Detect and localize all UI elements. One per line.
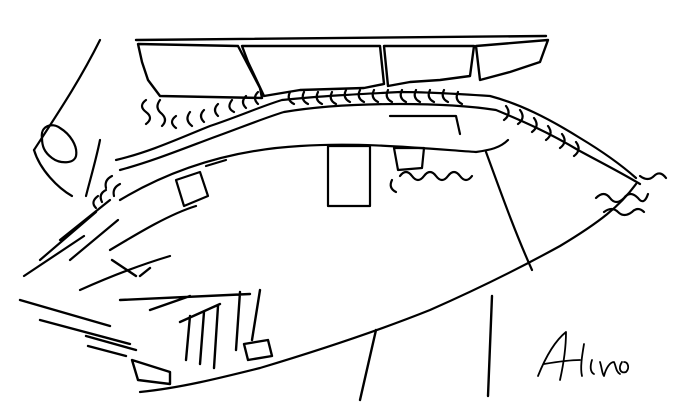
inner-road — [484, 150, 534, 272]
buildings — [174, 114, 462, 208]
top-blocks — [134, 34, 550, 100]
inner-road-2 — [78, 204, 198, 292]
signature-mark — [537, 331, 630, 381]
building-right — [388, 114, 462, 136]
signature-stroke — [537, 331, 630, 381]
finger-docks-lower — [389, 170, 474, 194]
pier-main — [114, 90, 638, 180]
building-small — [392, 146, 426, 172]
shoreline-lower — [138, 182, 638, 394]
marina-spine — [114, 88, 668, 217]
block-2 — [240, 44, 386, 98]
land-mass — [78, 138, 638, 394]
shoreline-upper — [118, 138, 510, 202]
dock-lower-left — [130, 338, 274, 386]
building-left — [174, 170, 210, 208]
building-mid — [204, 158, 228, 168]
block-4 — [474, 38, 550, 82]
spur-docks — [92, 174, 122, 210]
block-1 — [136, 42, 264, 100]
finger-docks-center — [287, 88, 464, 106]
left-spur — [22, 38, 122, 278]
finger-docks-left — [140, 90, 260, 130]
pond — [40, 124, 78, 164]
diagonal-roads — [22, 198, 120, 278]
block-top-outline — [134, 34, 548, 42]
street-grid — [18, 258, 494, 402]
streets — [18, 258, 262, 370]
vertical-pier — [358, 294, 494, 402]
spur-lower-outline — [32, 138, 102, 198]
building-center — [326, 144, 372, 208]
finger-docks-right — [502, 104, 580, 158]
block-3 — [382, 44, 476, 88]
